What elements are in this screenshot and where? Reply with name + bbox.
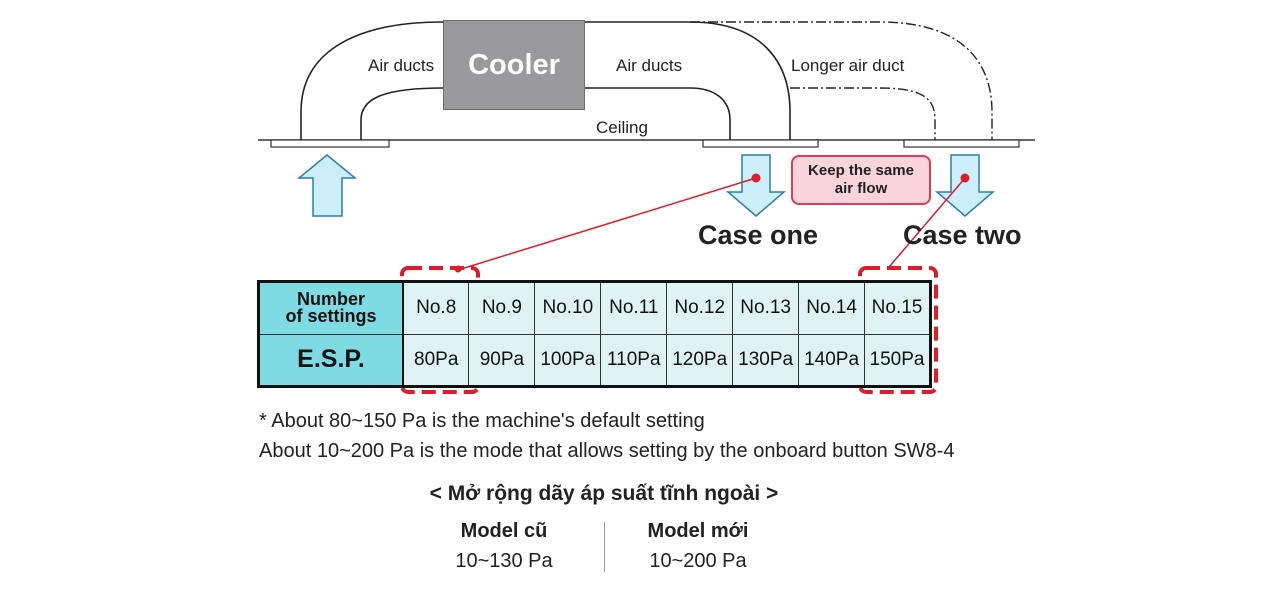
outlet-grille-case-one [702,139,819,148]
cooler-unit: Cooler [443,20,585,110]
old-model-range: 10~130 Pa [455,550,553,572]
air-ducts-left-label: Air ducts [368,56,435,75]
setting-cell-no13: No.13 [732,281,800,335]
case-two-label: Case two [903,220,1022,250]
connector-dot-case-one [751,173,761,183]
esp-cell-130: 130Pa [732,333,800,387]
left-duct [300,21,444,140]
esp-cell-110: 110Pa [600,333,668,387]
connector-dot-case-two [960,173,970,183]
setting-cell-no11: No.11 [600,281,668,335]
model-divider [604,522,605,572]
esp-cell-80: 80Pa [402,333,470,387]
esp-row: E.S.P. 80Pa 90Pa 100Pa 110Pa 120Pa 130Pa… [258,333,931,387]
settings-row-header: Number of settings [258,281,404,335]
air-ducts-right-label: Air ducts [616,56,683,75]
esp-settings-table: Number of settings No.8 No.9 No.10 No.11… [257,280,932,388]
intake-arrow [296,154,358,217]
new-model-range: 10~200 Pa [649,550,747,572]
esp-cell-140: 140Pa [798,333,866,387]
keep-same-line2: air flow [834,180,888,197]
esp-row-header: E.S.P. [258,333,404,387]
note-default-setting: * About 80~150 Pa is the machine's defau… [259,410,705,432]
connector-line-case-two [888,177,966,268]
settings-header-line2: of settings [285,306,377,327]
setting-cell-no14: No.14 [798,281,866,335]
esp-cell-150: 150Pa [864,333,931,387]
setting-cell-no15: No.15 [864,281,931,335]
longer-duct [690,21,993,140]
comparison-title: < Mở rộng dãy áp suất tĩnh ngoài > [429,482,779,505]
cooler-label: Cooler [468,48,560,81]
outlet-grille-case-two [903,139,1020,148]
ceiling-label: Ceiling [596,118,648,137]
settings-header-line1: Number [296,289,365,310]
setting-cell-no8: No.8 [402,281,470,335]
keep-same-airflow-badge: Keep the same air flow [791,155,931,205]
settings-row: Number of settings No.8 No.9 No.10 No.11… [258,281,931,335]
old-model-label: Model cũ [460,520,548,542]
outlet-arrow-case-two [934,154,996,217]
outlet-arrow-case-one [725,154,787,217]
esp-cell-90: 90Pa [468,333,536,387]
setting-cell-no9: No.9 [468,281,536,335]
note-onboard-button: About 10~200 Pa is the mode that allows … [259,440,955,462]
keep-same-line1: Keep the same [808,162,914,179]
esp-cell-120: 120Pa [666,333,734,387]
new-model-label: Model mới [647,520,749,542]
setting-cell-no10: No.10 [534,281,602,335]
setting-cell-no12: No.12 [666,281,734,335]
longer-air-duct-label: Longer air duct [791,56,905,75]
case-one-label: Case one [698,220,819,250]
esp-cell-100: 100Pa [534,333,602,387]
intake-grille [270,139,390,148]
connector-line-case-one [457,177,757,271]
